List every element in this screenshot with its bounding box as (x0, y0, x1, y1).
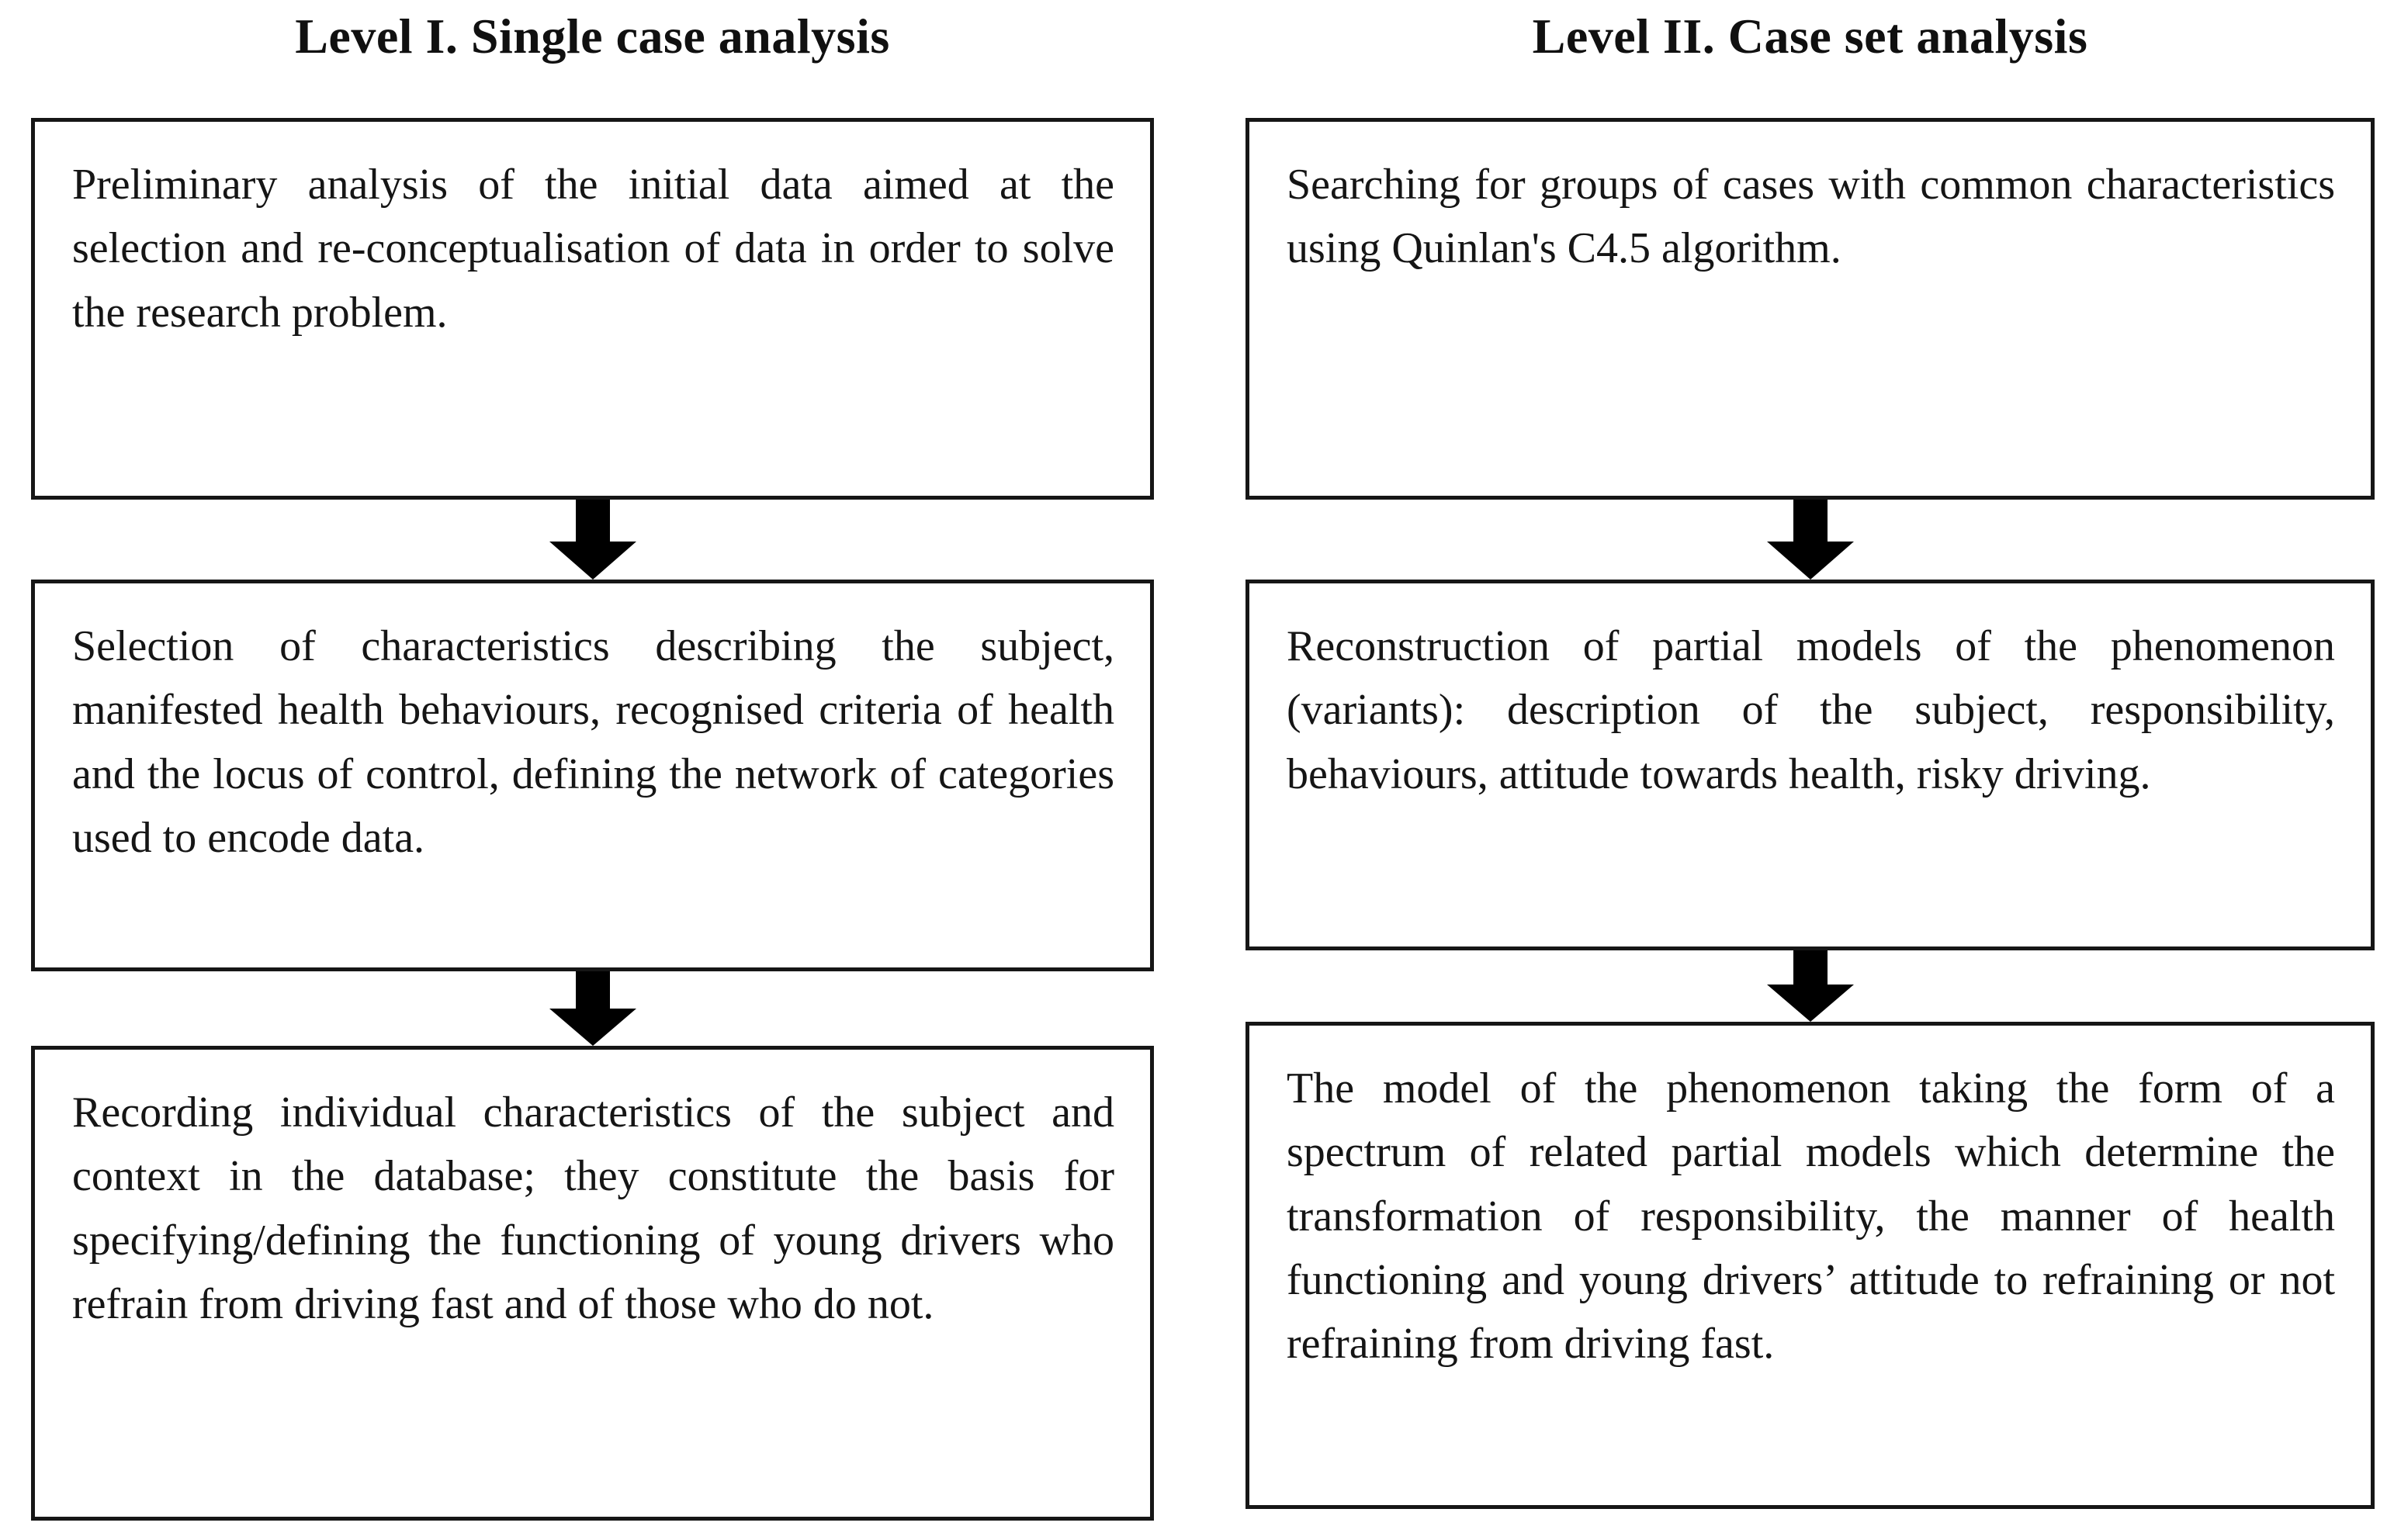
down-block-arrow-icon (31, 971, 1154, 1046)
down-block-arrow-icon (1246, 500, 2375, 580)
flow-box-recording-characteristics: Recording individual characteristics of … (31, 1046, 1154, 1521)
column-level-2-title: Level II. Case set analysis (1532, 9, 2088, 64)
flow-box-selection-of-characteristics: Selection of characteristics describing … (31, 580, 1154, 971)
column-level-1-title: Level I. Single case analysis (295, 9, 890, 64)
flow-box-text: The model of the phenomenon taking the f… (1287, 1064, 2335, 1369)
flow-box-text: Searching for groups of cases with commo… (1287, 161, 2335, 273)
flow-box-searching-groups: Searching for groups of cases with commo… (1246, 118, 2375, 500)
flow-box-reconstruction-partial-models: Reconstruction of partial models of the … (1246, 580, 2375, 950)
flow-box-text: Reconstruction of partial models of the … (1287, 622, 2335, 798)
down-block-arrow-icon (1246, 950, 2375, 1022)
flow-box-text: Preliminary analysis of the initial data… (72, 161, 1114, 337)
flow-box-text: Selection of characteristics describing … (72, 622, 1114, 862)
down-block-arrow-icon (31, 500, 1154, 580)
flow-box-model-of-phenomenon: The model of the phenomenon taking the f… (1246, 1022, 2375, 1509)
flow-box-text: Recording individual characteristics of … (72, 1088, 1114, 1328)
column-level-2: Level II. Case set analysis Searching fo… (1246, 0, 2375, 1540)
column-level-1: Level I. Single case analysis Preliminar… (31, 0, 1154, 1540)
flow-box-preliminary-analysis: Preliminary analysis of the initial data… (31, 118, 1154, 500)
